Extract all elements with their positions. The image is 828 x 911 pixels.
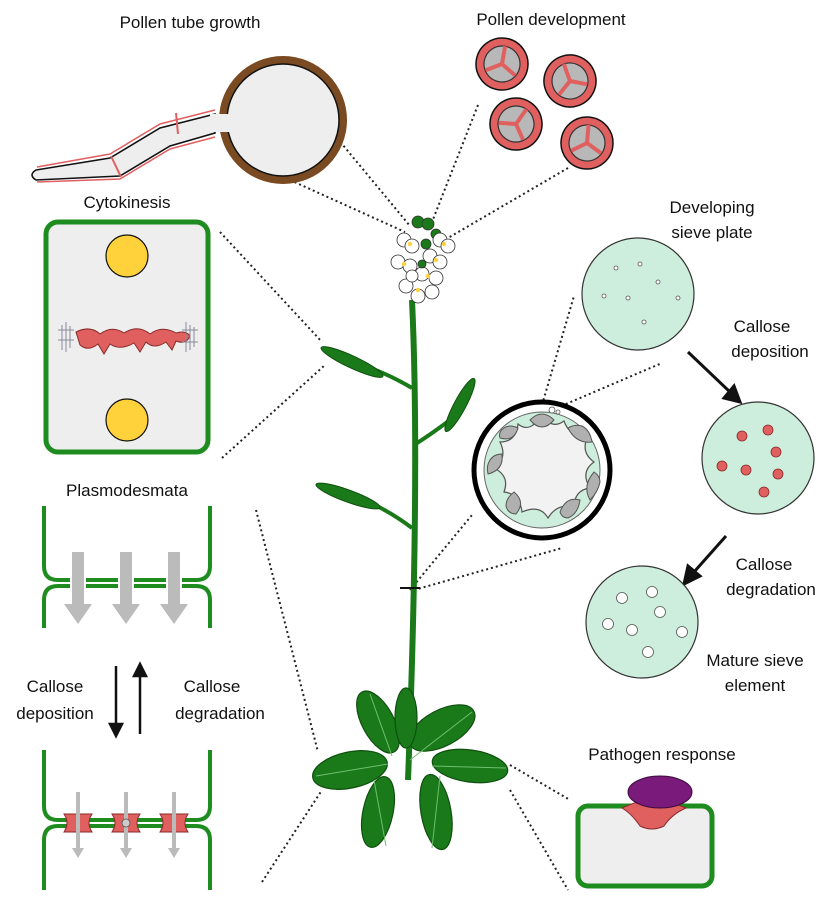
silique xyxy=(444,377,476,433)
pollen-tube-illustration xyxy=(31,56,347,184)
plasmodesmata-open xyxy=(42,506,212,628)
sieve-arrow-down xyxy=(686,350,743,405)
pollen-grain xyxy=(475,37,529,91)
sieve-callose-deposition-label: deposition xyxy=(731,342,809,361)
sieve-callose-deposition-label: Callose xyxy=(734,317,791,336)
sieve-arrow-down-left xyxy=(681,535,728,587)
arabidopsis-plant xyxy=(312,215,509,851)
silique xyxy=(315,482,381,510)
plasmodesmata-label: Plasmodesmata xyxy=(66,481,188,500)
pd-callose-deposition-label: Callose xyxy=(27,677,84,696)
cytokinesis-label: Cytokinesis xyxy=(84,193,171,212)
pd-callose-degradation-label: Callose xyxy=(184,677,241,696)
plasmodesmata-switch-arrows xyxy=(107,661,149,739)
pollen-grains-illustration xyxy=(475,37,614,170)
developing-sieve-plate-label: sieve plate xyxy=(671,223,752,242)
pd-callose-degradation-label: degradation xyxy=(175,704,265,723)
pollen-development-label: Pollen development xyxy=(476,10,626,29)
plasmodesmata-closed xyxy=(42,750,212,890)
nucleus-bottom xyxy=(105,398,149,442)
sieve-callose-degradation-label: degradation xyxy=(726,580,816,599)
stem-cross-section xyxy=(471,399,613,541)
mature-sieve-element-label: element xyxy=(725,676,786,695)
pd-callose-deposition-label: deposition xyxy=(16,704,94,723)
pollen-tube-growth-label: Pollen tube growth xyxy=(120,13,261,32)
sieve-plate-developing xyxy=(581,237,695,351)
cell-plate-callose xyxy=(75,328,191,355)
mature-sieve-element-label: Mature sieve xyxy=(706,651,803,670)
silique xyxy=(320,346,384,378)
inflorescence xyxy=(390,215,456,304)
phragmoplast-microtubules xyxy=(58,322,198,352)
sieve-callose-degradation-label: Callose xyxy=(736,555,793,574)
pathogen-response-cell xyxy=(575,775,715,889)
pollen-grain xyxy=(543,54,597,108)
transport-arrow xyxy=(64,552,188,624)
nucleus-top xyxy=(105,234,149,278)
pathogen-response-label: Pathogen response xyxy=(588,745,735,764)
developing-sieve-plate-label: Developing xyxy=(669,198,754,217)
cytokinesis-cell xyxy=(43,219,211,455)
sieve-plate-callose xyxy=(701,401,815,515)
sieve-plate-mature xyxy=(585,565,699,679)
pathogen xyxy=(627,775,693,809)
pollen-grain xyxy=(560,116,614,170)
connector-lines xyxy=(219,104,663,891)
pollen-grain xyxy=(489,97,543,151)
